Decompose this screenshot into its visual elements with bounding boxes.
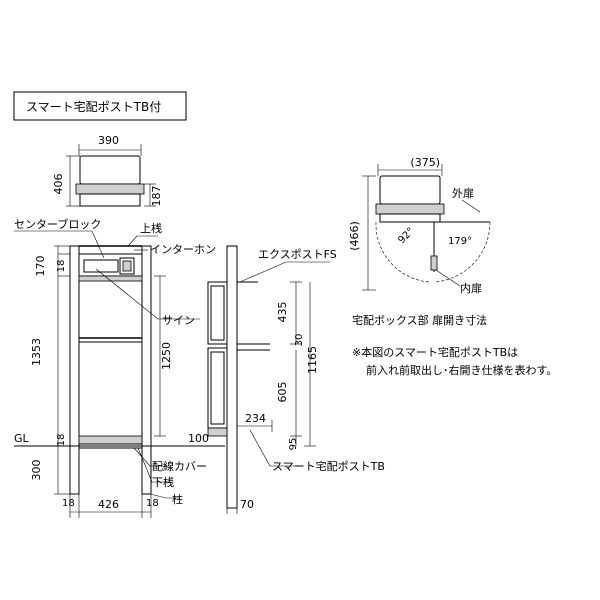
label-wiring-cover: 配線カバー — [152, 459, 207, 473]
dim-95: 95 — [288, 438, 299, 451]
dim-1353: 1353 — [30, 338, 43, 366]
title-box — [13, 91, 187, 121]
side-view: 435 30 1165 605 95 234 100 70 エクスポストFS ス… — [188, 245, 385, 514]
label-intercom: インターホン — [150, 243, 216, 256]
side-post — [226, 245, 238, 509]
dim-30: 30 — [294, 334, 305, 347]
gl-label: GL — [14, 432, 30, 445]
label-lower-rail: 下桟 — [152, 475, 174, 489]
label-inner-door: 内扉 — [460, 281, 482, 295]
dim-1165: 1165 — [306, 346, 319, 374]
top-view: 390 406 187 — [52, 134, 163, 207]
dim-70: 70 — [240, 498, 254, 511]
dim-170: 170 — [34, 256, 47, 277]
drawing-title: スマート宅配ポストTB付 — [26, 99, 161, 114]
dim-406: 406 — [52, 174, 65, 195]
label-center-block: センターブロック — [14, 217, 101, 231]
angle-92: 92° — [396, 226, 416, 246]
center-block — [83, 259, 119, 273]
dim-1250: 1250 — [160, 342, 173, 370]
dim-18-top: 18 — [56, 260, 67, 273]
lower-rail — [78, 435, 143, 445]
note-line-1: ※本図のスマート宅配ポストTBは — [352, 345, 518, 359]
label-sign: サイン — [162, 314, 195, 327]
note-line-2: 前入れ前取出し･右開き仕様を表わす。 — [366, 363, 557, 377]
left-pillar — [69, 245, 80, 495]
dim-435: 435 — [276, 302, 289, 323]
right-pillar — [141, 245, 152, 495]
upper-rail — [78, 275, 143, 282]
door-view: (375) (466) 92° 179° 外扉 内扉 宅配ボックス部 扉開き寸法 — [348, 156, 491, 327]
label-smart-post: スマート宅配ポストTB — [272, 459, 385, 473]
door-caption: 宅配ボックス部 扉開き寸法 — [352, 313, 487, 327]
angle-179: 179° — [448, 236, 472, 247]
front-view: GL 170 18 1353 18 300 1250 18 426 18 センタ… — [14, 217, 225, 518]
label-expost: エクスポストFS — [258, 248, 337, 261]
label-outer-door: 外扉 — [452, 187, 474, 200]
label-pillar: 柱 — [172, 492, 183, 506]
dim-234: 234 — [245, 412, 266, 425]
dim-18-bottom-left: 18 — [62, 498, 75, 509]
dim-390: 390 — [98, 134, 119, 147]
dim-426: 426 — [98, 498, 119, 511]
dim-605: 605 — [276, 382, 289, 403]
intercom-unit — [119, 257, 135, 275]
dim-466: (466) — [348, 221, 361, 251]
dim-375: (375) — [410, 156, 440, 169]
dim-100: 100 — [188, 432, 209, 445]
dim-300: 300 — [30, 460, 43, 481]
dim-18-bottom-right: 18 — [146, 498, 159, 509]
dim-187: 187 — [150, 186, 163, 207]
dim-18-gl: 18 — [56, 434, 67, 447]
label-upper-rail: 上桟 — [140, 221, 162, 235]
